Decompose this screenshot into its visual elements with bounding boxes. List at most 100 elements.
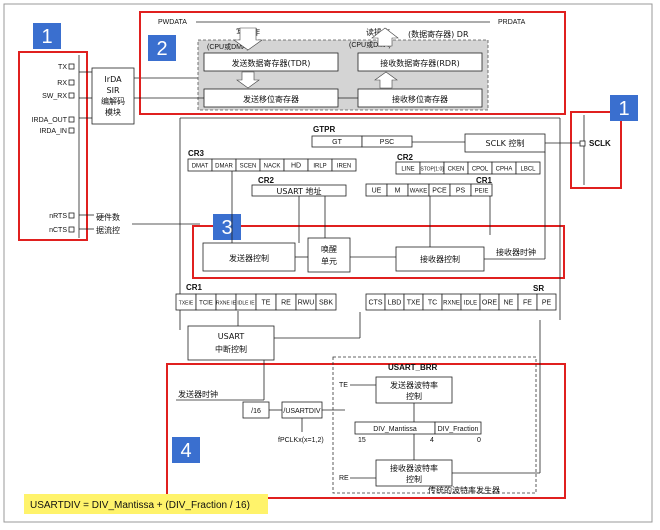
cr2-bit-label: CPHA xyxy=(496,167,513,173)
wake-unit-label-1: 唤醒 xyxy=(321,244,337,254)
cr1-top-bit-label: PS xyxy=(456,188,466,195)
cr3-bit-label: NACK xyxy=(264,164,281,170)
cr1-irq-label: CR1 xyxy=(186,283,203,292)
cr1-irq-bit-label: TE xyxy=(262,300,271,307)
tdr-register xyxy=(203,52,339,72)
pin-label-tx: TX xyxy=(58,64,67,71)
tx-shift-label: 发送移位寄存器 xyxy=(243,94,299,104)
sr-bit-label: LBD xyxy=(388,300,402,307)
cr1-top-bit-label: PEIE xyxy=(475,189,489,195)
cr1-top-label: CR1 xyxy=(476,176,493,185)
sr-label: SR xyxy=(533,284,544,293)
pin-label-sclk: SCLK xyxy=(589,139,611,148)
usart-irq-label-1: USART xyxy=(218,332,245,341)
cr3-bit-label: HD xyxy=(291,163,301,170)
badge-1-right-label: 1 xyxy=(618,98,629,120)
rdr-label: 接收数据寄存器(RDR) xyxy=(380,58,460,68)
psc-label: PSC xyxy=(380,139,394,146)
wake-unit-label-2: 单元 xyxy=(321,256,337,266)
usartdiv-formula: USARTDIV = DIV_Mantissa + (DIV_Fraction … xyxy=(30,500,250,511)
cr1-irq-bit-cell xyxy=(315,293,337,311)
badge-3-label: 3 xyxy=(221,217,232,239)
rdr-arrow xyxy=(374,71,398,89)
rx-baud-label-1: 接收器波特率 xyxy=(390,463,438,473)
irda-label-2: SIR xyxy=(107,86,120,95)
badge-3 xyxy=(213,214,241,240)
cr2-left-label: CR2 xyxy=(258,176,275,185)
region-4-baud-frame xyxy=(166,363,566,499)
sr-bit-label: ORE xyxy=(482,300,498,307)
tx-clock-label: 发送器时钟 xyxy=(178,389,218,399)
psc-field xyxy=(361,135,413,148)
rx-shift-label: 接收移位寄存器 xyxy=(392,94,448,104)
region-1-sclk-frame xyxy=(570,111,622,189)
div-mantissa-label: DIV_Mantissa xyxy=(373,426,417,433)
pin-irda-out xyxy=(68,116,75,123)
cr2-bit-label: STOP[1:0] xyxy=(420,167,444,173)
cr1-irq-bit-label: SBK xyxy=(319,300,333,307)
pwdata-label: PWDATA xyxy=(158,19,187,26)
pin-label-irda-out: IRDA_OUT xyxy=(32,117,68,124)
bit-4-label: 4 xyxy=(430,437,434,444)
sr-bit-label: CTS xyxy=(369,300,383,307)
pin-rx xyxy=(68,79,75,86)
read-note-label: (数据寄存器) DR xyxy=(408,29,469,39)
div-fraction-label: DIV_Fraction xyxy=(438,426,479,433)
cr3-label: CR3 xyxy=(188,149,205,158)
region-2-data-regs-frame xyxy=(139,11,566,115)
pin-sw-rx xyxy=(68,92,75,99)
rx-control-label: 接收器控制 xyxy=(420,254,460,264)
rdr-register xyxy=(357,52,483,72)
brr-label: USART_BRR xyxy=(388,363,438,372)
cr1-top-bit-label: WAKE xyxy=(410,189,427,195)
cr1-top-bit-cell xyxy=(470,183,493,197)
cpu-dma-label-2: (CPU或DMA) xyxy=(349,40,391,49)
div-fraction-field xyxy=(434,421,482,435)
sclk-control-block xyxy=(464,133,546,153)
cr3-bit-cell xyxy=(331,158,357,172)
sr-bit-cell xyxy=(536,293,557,311)
badge-2 xyxy=(148,35,176,61)
pin-label-nrts: nRTS xyxy=(49,213,67,220)
cr3-bit-label: SCEN xyxy=(240,164,257,170)
cpu-dma-label-1: (CPU或DMA) xyxy=(207,42,249,51)
usartdiv-label: /USARTDIV xyxy=(283,408,321,415)
cr1-irq-bit-label: RXNE IE xyxy=(216,301,237,307)
sr-bit-label: IDLE xyxy=(464,301,477,307)
tx-baud-label-1: 发送器波特率 xyxy=(390,380,438,390)
generator-label: 传统的波特率发生器 xyxy=(428,485,500,495)
pin-label-ncts: nCTS xyxy=(49,227,67,234)
usart-irq-label-2: 中断控制 xyxy=(215,344,247,354)
rx-baud-label-2: 控制 xyxy=(406,474,422,484)
cr1-irq-bit-label: TCIE xyxy=(199,301,213,307)
cr2-bit-label: CPOL xyxy=(472,167,489,173)
irda-label-4: 模块 xyxy=(105,107,121,117)
region-3-controllers-frame xyxy=(192,225,565,279)
cr1-top-bit-label: UE xyxy=(372,188,382,195)
badge-4 xyxy=(172,437,200,463)
pclk-label: fPCLKx(x=1,2) xyxy=(278,437,324,444)
sr-bit-label: PE xyxy=(542,300,552,307)
sr-bit-label: TXE xyxy=(407,300,421,307)
flow-label-2: 据流控 xyxy=(96,225,120,235)
cr2-bit-cell xyxy=(515,161,541,175)
prdata-label: PRDATA xyxy=(498,19,526,26)
cr3-bit-label: IREN xyxy=(337,164,351,170)
flow-label-1: 硬件数 xyxy=(96,212,120,222)
sclk-control-label: SCLK 控制 xyxy=(486,138,525,148)
pin-ncts xyxy=(68,226,75,233)
pin-irda-in xyxy=(68,127,75,134)
cr1-irq-bit-label: RWU xyxy=(298,300,315,307)
sr-bit-label: TC xyxy=(428,300,437,307)
cr2-bit-label: LINE xyxy=(401,167,414,173)
irda-label-1: IrDA xyxy=(104,75,122,84)
tdr-arrow xyxy=(236,71,260,89)
cr2-bit-label: LBCL xyxy=(520,167,536,173)
badge-1-left xyxy=(33,23,61,49)
te-input-label: TE xyxy=(339,382,348,389)
